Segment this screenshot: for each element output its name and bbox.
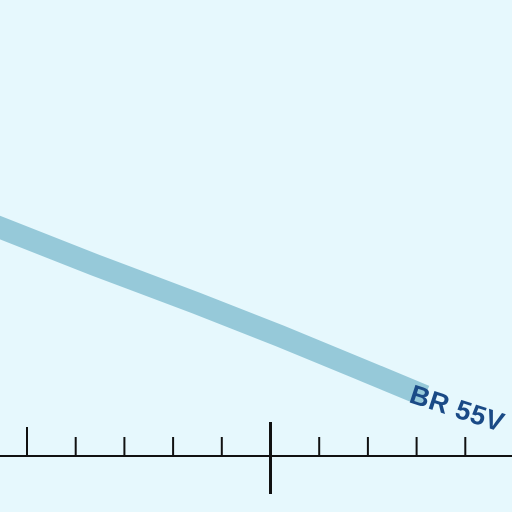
route-line-segment <box>0 215 430 407</box>
scale-bar <box>0 422 512 494</box>
route-line-br-55v <box>0 215 430 407</box>
scale-bar-ticks <box>26 422 467 494</box>
